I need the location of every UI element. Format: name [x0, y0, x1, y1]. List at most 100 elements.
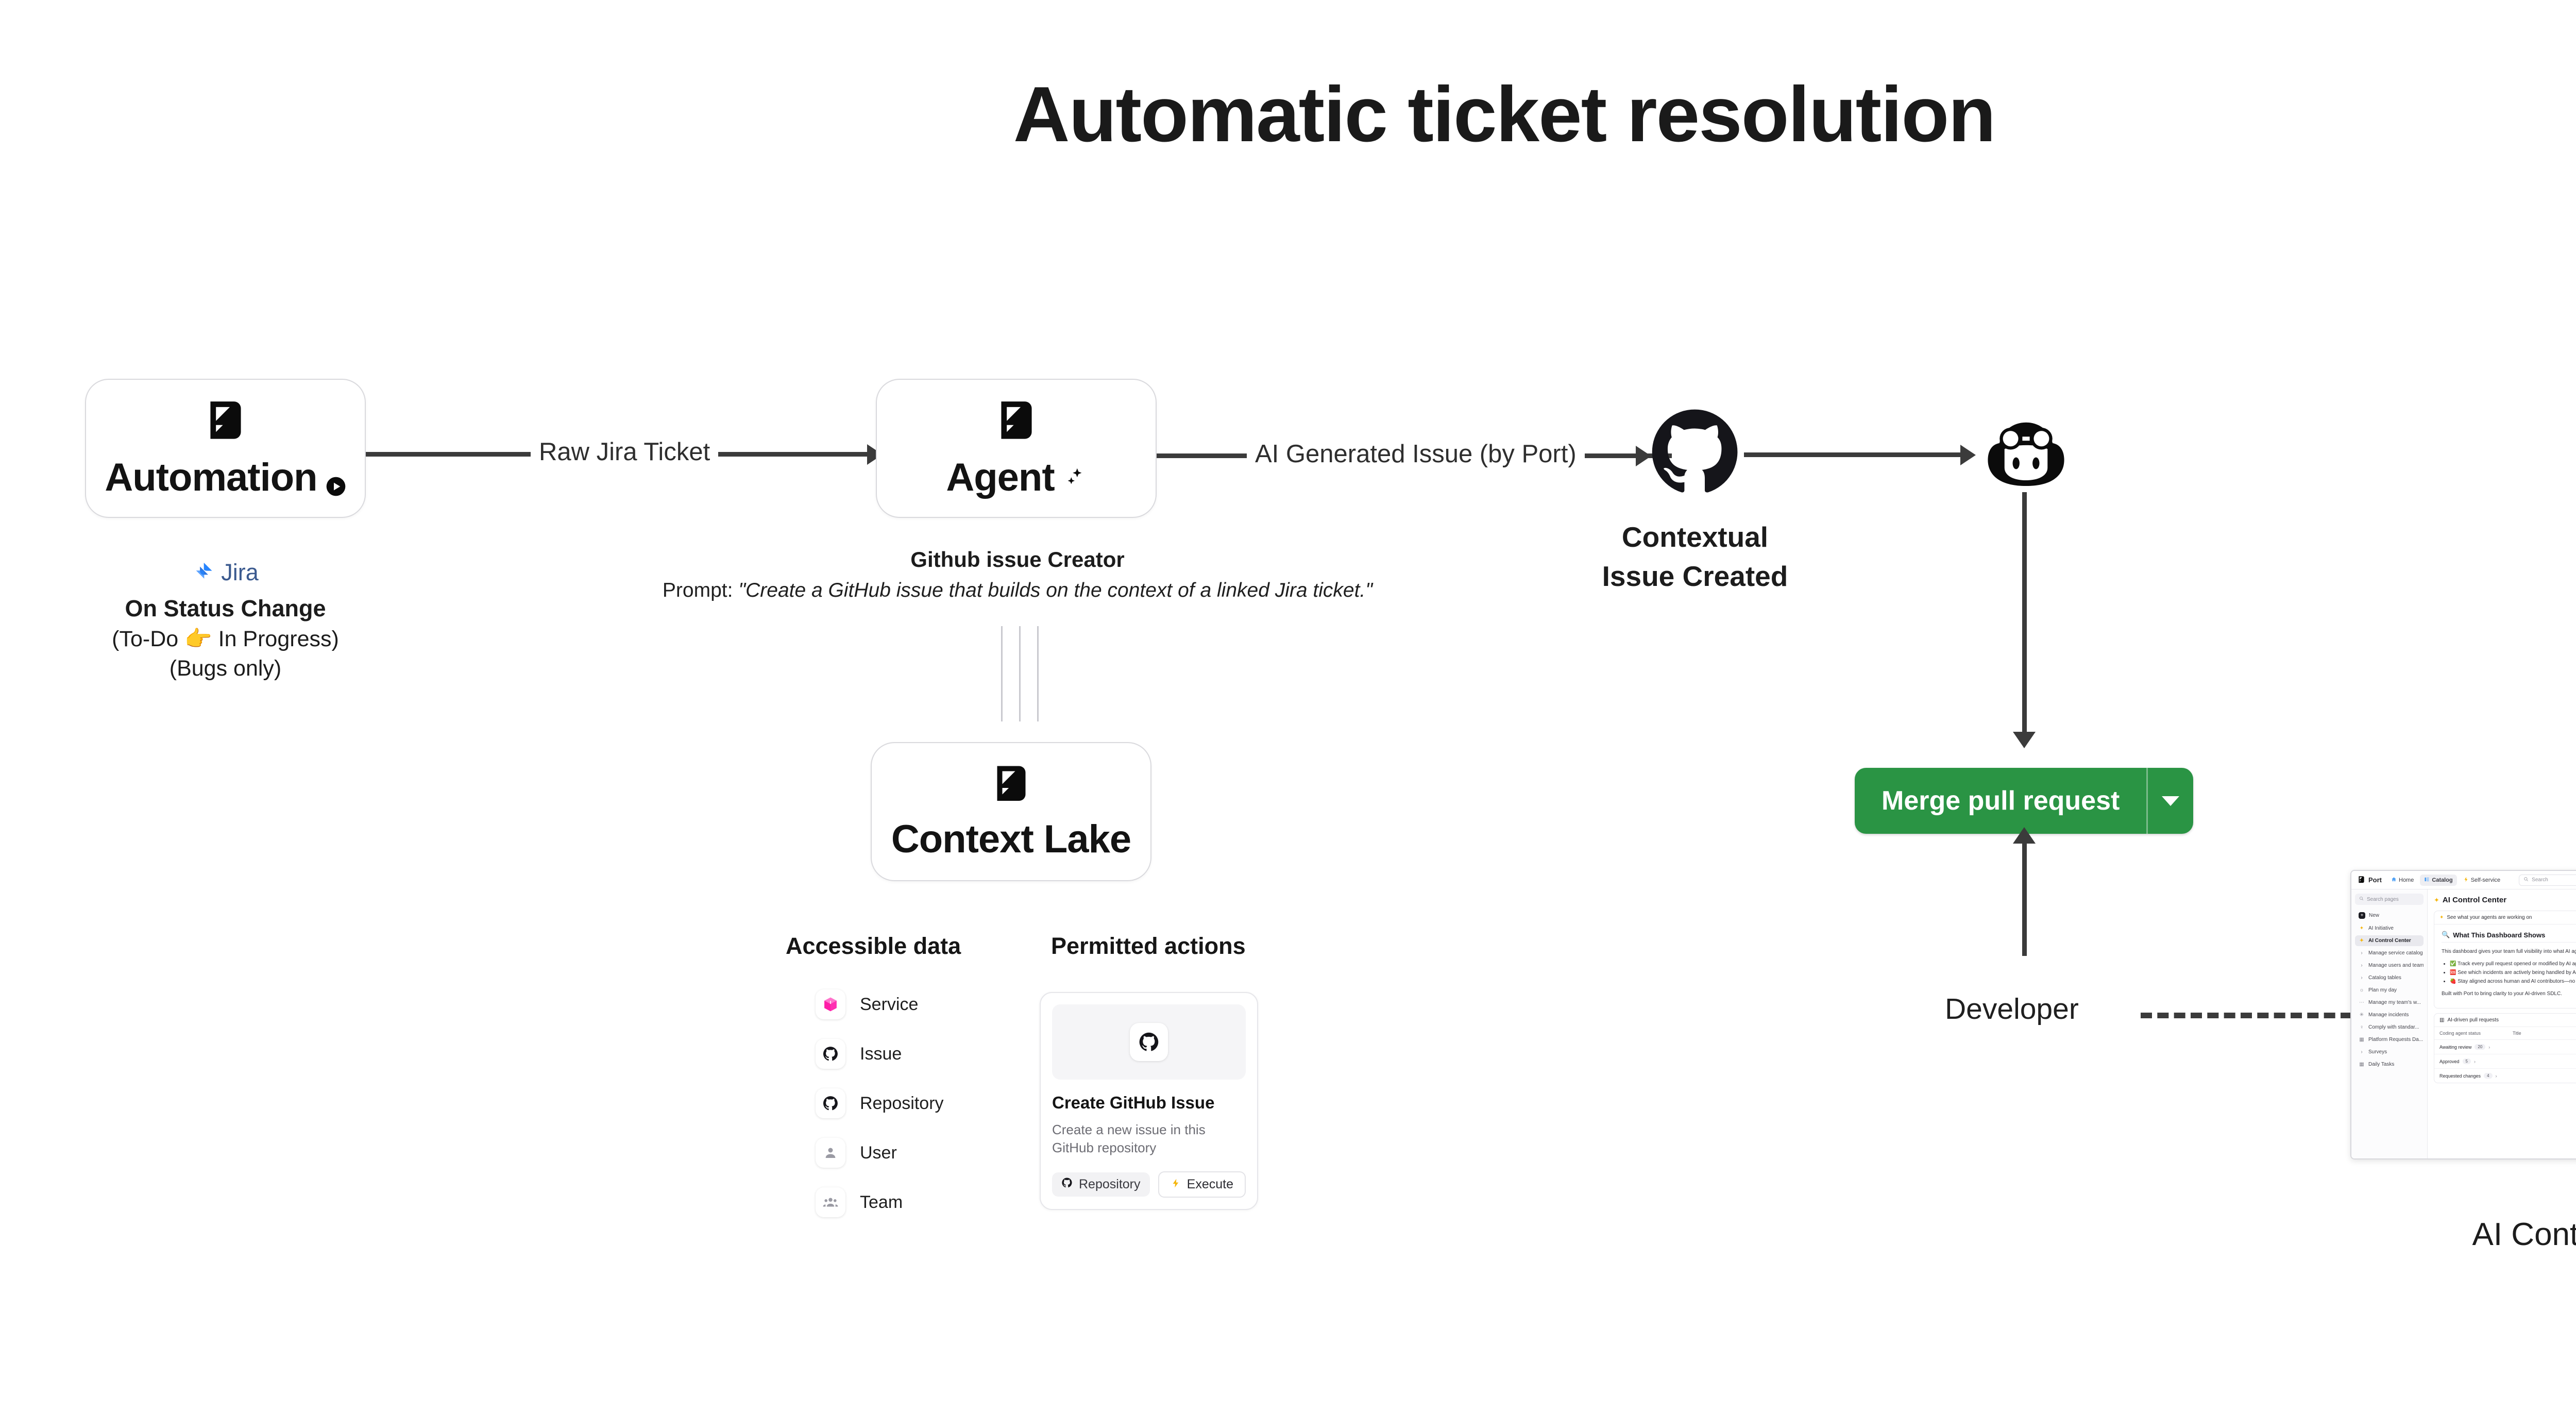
sparkles-icon: ✦ [2359, 938, 2364, 944]
edge-developer-merge-line [2022, 843, 2027, 956]
page-title: Automatic ticket resolution [1013, 71, 1996, 158]
action-card-create-github-issue[interactable]: Create GitHub Issue Create a new issue i… [1040, 992, 1258, 1211]
sidebar-item-new[interactable]: + New [2355, 910, 2424, 921]
nav-item-self-service[interactable]: Self-service [2459, 875, 2504, 886]
search-icon [2523, 877, 2529, 883]
chevron-right-icon[interactable]: › [2488, 1044, 2490, 1050]
node-automation-label: Automation [105, 455, 346, 500]
ai-control-center-screenshot[interactable]: Port Home [2350, 870, 2576, 1159]
automation-filter: (Bugs only) [169, 656, 282, 681]
sidebar-item-plan-my-day[interactable]: ☼ Plan my day [2355, 985, 2424, 996]
dashboard-table-panel: ▥ AI-driven pull requests Coding agent s… [2434, 1013, 2576, 1083]
sidebar-item-manage-incidents[interactable]: ✳ Manage incidents [2355, 1010, 2424, 1020]
nav-item-home-label: Home [2399, 877, 2414, 883]
list-item[interactable]: Team [816, 1187, 944, 1217]
chevron-right-icon[interactable]: › [2495, 1073, 2497, 1079]
search-input[interactable]: Search ⌘ K [2519, 874, 2576, 886]
page-title: AI Control Center [2442, 896, 2507, 904]
sidebar-item-platform-requests-dashboard[interactable]: ▦ Platform Requests Da... [2355, 1034, 2424, 1045]
sidebar-item-comply-with-standards[interactable]: ♀ Comply with standar... [2355, 1022, 2424, 1033]
sparkles-icon: ✦ [2359, 926, 2364, 931]
port-brand-label: Port [2368, 876, 2382, 884]
execute-button[interactable]: Execute [1158, 1171, 1246, 1198]
sidebar-item-surveys[interactable]: › Surveys [2355, 1047, 2424, 1057]
node-copilot[interactable] [1981, 420, 2071, 487]
sidebar-item-ai-control-center[interactable]: ✦ AI Control Center [2355, 935, 2424, 946]
sidebar-item-label: New [2369, 913, 2380, 918]
table-icon: ▥ [2439, 1017, 2445, 1023]
dashboard-caption: AI Control Center [2350, 1178, 2576, 1253]
edge-copilot-merge-line [2022, 492, 2027, 734]
context-link-line-3 [1037, 626, 1039, 721]
node-automation[interactable]: Automation [85, 379, 366, 518]
sidebar-item-catalog-tables[interactable]: › Catalog tables [2355, 972, 2424, 983]
chevron-down-icon[interactable] [2148, 768, 2193, 834]
medal-icon: ♀ [2360, 1024, 2364, 1030]
column-header-coding-agent-status[interactable]: Coding agent status [2439, 1031, 2481, 1036]
merge-pull-request-button[interactable]: Merge pull request [1855, 768, 2194, 834]
sidebar-item-label: Manage service catalog [2368, 950, 2423, 956]
sidebar-search-placeholder: Search pages [2367, 896, 2399, 902]
jira-icon [192, 560, 215, 585]
markdown-footer: Built with Port to bring clarity to your… [2442, 991, 2562, 997]
node-context-lake[interactable]: Context Lake [871, 742, 1151, 881]
node-agent[interactable]: Agent [876, 379, 1157, 518]
merge-pull-request-label: Merge pull request [1882, 786, 2120, 816]
column-header-title[interactable]: Title [2513, 1031, 2521, 1036]
table-header-row: Coding agent status Title Pull Request U… [2434, 1027, 2576, 1040]
node-context-lake-label: Context Lake [891, 817, 1131, 861]
github-icon [1061, 1177, 1073, 1192]
agent-prompt-text: "Create a GitHub issue that builds on th… [738, 579, 1373, 601]
sidebar-item-daily-tasks[interactable]: ▦ Daily Tasks [2355, 1059, 2424, 1070]
sidebar-item-label: Catalog tables [2368, 975, 2401, 981]
nav-item-self-service-label: Self-service [2470, 877, 2501, 883]
agent-prompt-prefix: Prompt: [662, 579, 733, 601]
context-link-line-1 [1001, 626, 1003, 721]
node-agent-label: Agent [946, 455, 1086, 500]
accessible-data-list: Service Issue Repository [816, 989, 944, 1217]
edge-github-copilot-line [1744, 452, 1968, 457]
execute-button-label: Execute [1187, 1177, 1233, 1192]
table-row[interactable]: Approved 5 › [2434, 1054, 2576, 1069]
nav-item-home[interactable]: Home [2387, 875, 2418, 886]
list-item[interactable]: Service [816, 989, 944, 1019]
table-row[interactable]: Awaiting review 20 › [2434, 1040, 2576, 1054]
home-icon [2391, 877, 2397, 884]
edge-github-copilot-arrow [1960, 445, 1976, 465]
dashboard-icon: ▦ [2359, 1062, 2364, 1067]
sidebar-item-manage-users-and-teams[interactable]: › Manage users and teams [2355, 960, 2424, 971]
github-caption-line2: Issue Created [1602, 560, 1788, 592]
play-circle-icon[interactable] [326, 476, 346, 497]
sidebar-item-label: Surveys [2368, 1049, 2387, 1055]
edge-developer-merge-arrow [2013, 827, 2036, 844]
list-item[interactable]: User [816, 1138, 944, 1168]
team-icon: ⋯ [2359, 1000, 2364, 1005]
sidebar-item-manage-service-catalog[interactable]: › Manage service catalog [2355, 948, 2424, 959]
sidebar-item-label: Manage my team's w... [2368, 1000, 2421, 1005]
sidebar-search-input[interactable]: Search pages [2355, 894, 2424, 905]
chevron-right-icon[interactable]: › [2473, 1058, 2476, 1064]
chevron-right-icon: › [2361, 1049, 2363, 1055]
catalog-icon [2424, 877, 2430, 884]
sidebar-item-ai-initiative[interactable]: ✦ AI Initiative [2355, 923, 2424, 934]
list-item[interactable]: Issue [816, 1039, 944, 1069]
edge-copilot-merge-arrow [2013, 732, 2036, 748]
nav-item-catalog[interactable]: Catalog [2420, 874, 2457, 886]
chevron-right-icon: › [2361, 975, 2363, 981]
list-item-label: Service [860, 994, 919, 1014]
markdown-panel-body: 🔍 What This Dashboard Shows This dashboa… [2434, 924, 2576, 1008]
sidebar-item-label: Comply with standar... [2368, 1024, 2419, 1030]
markdown-paragraph: This dashboard gives your team full visi… [2442, 949, 2576, 954]
merge-button-divider [2146, 768, 2148, 834]
table-panel-title: AI-driven pull requests [2447, 1017, 2499, 1023]
bolt-icon [2463, 877, 2469, 884]
table-row[interactable]: Requested changes 4 › [2434, 1069, 2576, 1083]
port-brand[interactable]: Port [2358, 876, 2382, 885]
lightning-bolt-icon [1171, 1177, 1181, 1192]
search-placeholder-text: Search [2532, 877, 2548, 883]
sidebar-item-manage-my-teams-work[interactable]: ⋯ Manage my team's w... [2355, 997, 2424, 1008]
node-github[interactable] [1646, 403, 1744, 501]
action-card-repository-chip[interactable]: Repository [1052, 1172, 1150, 1197]
list-item[interactable]: Repository [816, 1088, 944, 1118]
